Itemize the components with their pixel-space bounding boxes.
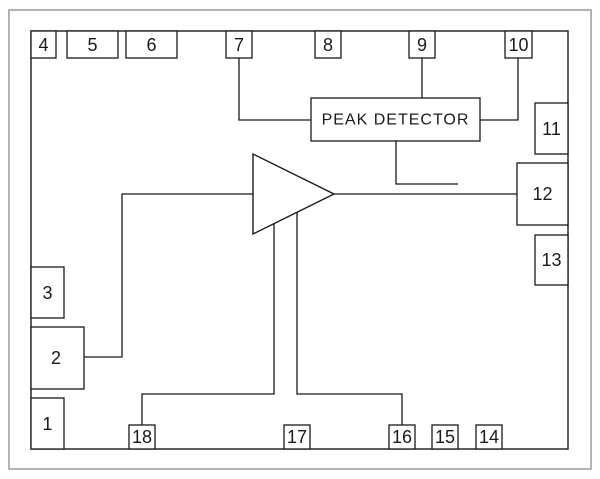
pin-label: 18 [132, 427, 152, 447]
pin-5: 5 [66, 30, 119, 59]
pin-7: 7 [225, 30, 253, 59]
wire-amp-to-pin16 [296, 212, 403, 425]
wire-amp-to-pin18 [141, 222, 275, 425]
wire-pin10-to-detector [480, 58, 519, 121]
peak-detector-label: PEAK DETECTOR [322, 112, 470, 129]
pin-label: 9 [417, 35, 427, 55]
pin-label: 2 [51, 348, 61, 368]
outer-frame [8, 9, 592, 470]
pin-17: 17 [283, 424, 311, 450]
pin-4: 4 [30, 30, 57, 59]
pin-1: 1 [30, 397, 65, 450]
wire-detector-output [395, 141, 458, 185]
pin-label: 16 [392, 427, 412, 447]
pin-label: 8 [323, 35, 333, 55]
pin-label: 3 [42, 283, 52, 303]
pin-label: 6 [146, 35, 156, 55]
pin-9: 9 [408, 30, 436, 59]
pin-label: 5 [87, 35, 97, 55]
peak-detector-block: PEAK DETECTOR [310, 97, 481, 142]
pin-10: 10 [504, 30, 533, 59]
pin-label: 14 [479, 427, 499, 447]
pin-3: 3 [30, 266, 65, 319]
pin-6: 6 [125, 30, 178, 59]
pin-2: 2 [30, 326, 85, 390]
pin-label: 7 [234, 35, 244, 55]
amplifier-triangle-icon [252, 152, 336, 236]
pin-18: 18 [128, 424, 156, 450]
pin-12: 12 [516, 162, 569, 226]
wiring [84, 58, 519, 425]
wire-pin2-to-amp-input [84, 193, 253, 358]
pin-label: 15 [435, 427, 455, 447]
wire-pin7-to-detector [238, 58, 311, 121]
pin-label: 10 [508, 35, 528, 55]
pin-11: 11 [534, 102, 569, 155]
pin-label: 12 [532, 184, 552, 204]
pin-15: 15 [431, 424, 459, 450]
pin-label: 17 [287, 427, 307, 447]
pin-label: 4 [38, 35, 48, 55]
pin-label: 1 [42, 414, 52, 434]
chip-body [30, 30, 569, 450]
pin-8: 8 [314, 30, 342, 59]
pin-13: 13 [534, 234, 569, 286]
pin-label: 11 [542, 119, 561, 139]
pin-14: 14 [475, 424, 503, 450]
pin-label: 13 [541, 250, 561, 270]
pin-16: 16 [388, 424, 416, 450]
